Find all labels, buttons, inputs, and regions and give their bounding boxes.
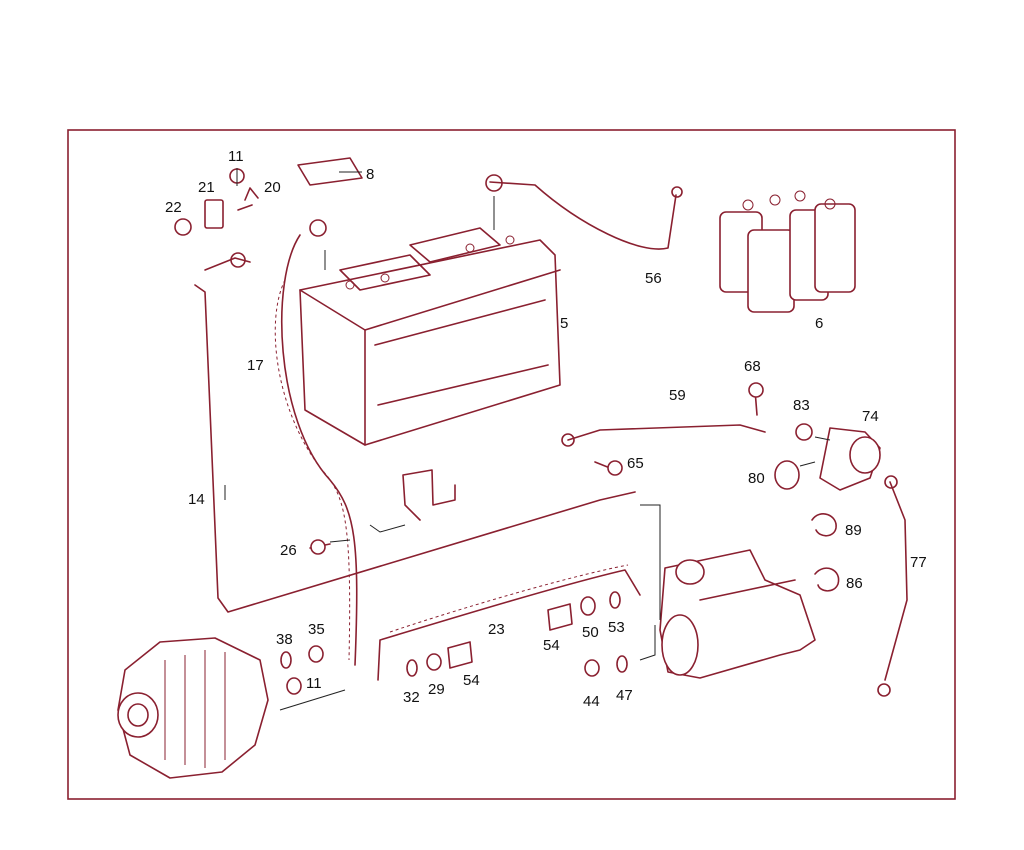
bolt-20 — [237, 187, 259, 211]
callout-38: 38 — [276, 631, 293, 648]
leader-lines — [224, 168, 831, 711]
washer-38 — [280, 651, 292, 669]
callout-32: 32 — [403, 689, 420, 706]
washer-32 — [406, 659, 418, 677]
callout-44: 44 — [583, 693, 600, 710]
callout-14: 14 — [188, 491, 205, 508]
nut-29 — [426, 653, 442, 671]
sleeve-54-upper — [547, 603, 573, 631]
callout-21: 21 — [198, 179, 215, 196]
callout-54-lower: 54 — [463, 672, 480, 689]
nut-44 — [584, 659, 600, 677]
callout-8: 8 — [366, 166, 374, 183]
cable-23 — [377, 569, 641, 681]
nut-35 — [308, 645, 324, 663]
starter-motor — [659, 549, 816, 679]
alternator — [117, 637, 269, 779]
sleeve-54-lower — [447, 641, 473, 669]
diagram-frame — [67, 129, 956, 800]
battery — [299, 227, 561, 446]
washer-47 — [616, 655, 628, 673]
terminal-block-74 — [819, 427, 881, 491]
callout-17: 17 — [247, 357, 264, 374]
callout-23: 23 — [488, 621, 505, 638]
callout-83: 83 — [793, 397, 810, 414]
cable-59 — [567, 424, 766, 441]
cap-80 — [774, 460, 800, 490]
callout-20: 20 — [264, 179, 281, 196]
nut-50 — [580, 596, 596, 616]
callout-29: 29 — [428, 681, 445, 698]
callout-54-upper: 54 — [543, 637, 560, 654]
cable-14 — [194, 284, 636, 613]
callout-labels: 5 6 8 11 11 14 17 20 21 22 23 26 29 32 3… — [165, 148, 927, 710]
nut-83 — [795, 423, 813, 441]
callout-50: 50 — [582, 624, 599, 641]
callout-6: 6 — [815, 315, 823, 332]
callout-11-top: 11 — [228, 148, 244, 165]
callout-26: 26 — [280, 542, 297, 559]
callout-56: 56 — [645, 270, 662, 287]
callout-22: 22 — [165, 199, 182, 216]
nut-11-bottom — [286, 677, 302, 695]
callout-59: 59 — [669, 387, 686, 404]
clamp-21 — [204, 199, 224, 229]
callout-11-bottom: 11 — [306, 675, 322, 692]
callout-86: 86 — [846, 575, 863, 592]
cable-56 — [489, 181, 677, 250]
callout-77: 77 — [910, 554, 927, 571]
callout-89: 89 — [845, 522, 862, 539]
callout-65: 65 — [627, 455, 644, 472]
washer-53 — [609, 591, 621, 609]
callout-53: 53 — [608, 619, 625, 636]
cable-77 — [884, 481, 908, 681]
callout-35: 35 — [308, 621, 325, 638]
callout-74: 74 — [862, 408, 879, 425]
callout-68: 68 — [744, 358, 761, 375]
battery-cell-pack — [719, 190, 856, 313]
callout-80: 80 — [748, 470, 765, 487]
callout-5: 5 — [560, 315, 568, 332]
clip-86 — [814, 567, 840, 592]
nut-22 — [174, 218, 192, 236]
bracket — [402, 469, 456, 521]
terminal-cover — [297, 157, 363, 186]
clip-89 — [811, 513, 837, 537]
callout-47: 47 — [616, 687, 633, 704]
